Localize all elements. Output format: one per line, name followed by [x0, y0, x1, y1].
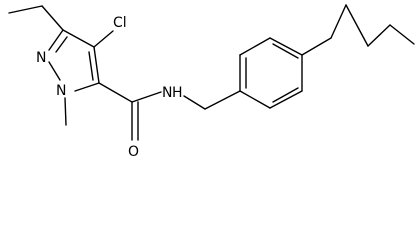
bond-ar-5-inner [272, 87, 299, 103]
bond-n-ch2 [183, 95, 206, 110]
bond-c4-cl [93, 30, 114, 48]
atom-label-nitrogen-ring-upper: N [36, 50, 46, 66]
bond-ar-3-inner [272, 43, 299, 59]
bond-pentyl-2 [330, 4, 347, 39]
atom-label-nitrogen-amide: N [162, 85, 172, 101]
bond-n2-c3-double [55, 36, 68, 53]
molecule-structure-drawing: Cl N N N H O [8, 4, 415, 160]
bond-c3-c4 [62, 29, 95, 48]
atom-label-nitrogen-ring-lower: N [56, 83, 66, 99]
bond-carbonyl-n [131, 91, 162, 103]
atom-label-oxygen-carbonyl: O [128, 144, 139, 160]
bond-ar-6 [239, 90, 271, 109]
bond-c5-carbonyl [98, 82, 133, 103]
bond-c4-c5-double [88, 51, 94, 81]
pyrazole-ring [48, 29, 100, 92]
bond-ar-2 [239, 37, 271, 56]
atom-label-chlorine: Cl [113, 15, 127, 31]
bond-pentyl-5 [389, 24, 415, 45]
carboxamide-group [98, 82, 241, 141]
benzene-ring [239, 37, 303, 109]
bond-pentyl-4 [367, 24, 391, 47]
bond-ch2-ring [204, 90, 241, 110]
bond-n1-methyl [64, 97, 67, 126]
bond-n2-c3 [48, 29, 64, 51]
bond-ar-5 [269, 90, 303, 109]
bond-pentyl-1 [301, 37, 332, 56]
bond-ethyl-ch3-ch2 [8, 5, 43, 14]
bond-ar-3 [269, 37, 303, 56]
atom-label-hydrogen-amide: H [172, 85, 183, 101]
ethyl-group [8, 5, 64, 31]
bond-c4-c5 [93, 46, 100, 84]
pentyl-chain [301, 4, 415, 56]
bond-n1-n2 [48, 61, 61, 81]
bond-ethyl-ch2-c3 [41, 5, 64, 31]
bond-pentyl-3 [345, 4, 369, 47]
molecule-canvas: Cl N N N H O [8, 4, 415, 160]
bond-c5-n1 [74, 82, 100, 92]
